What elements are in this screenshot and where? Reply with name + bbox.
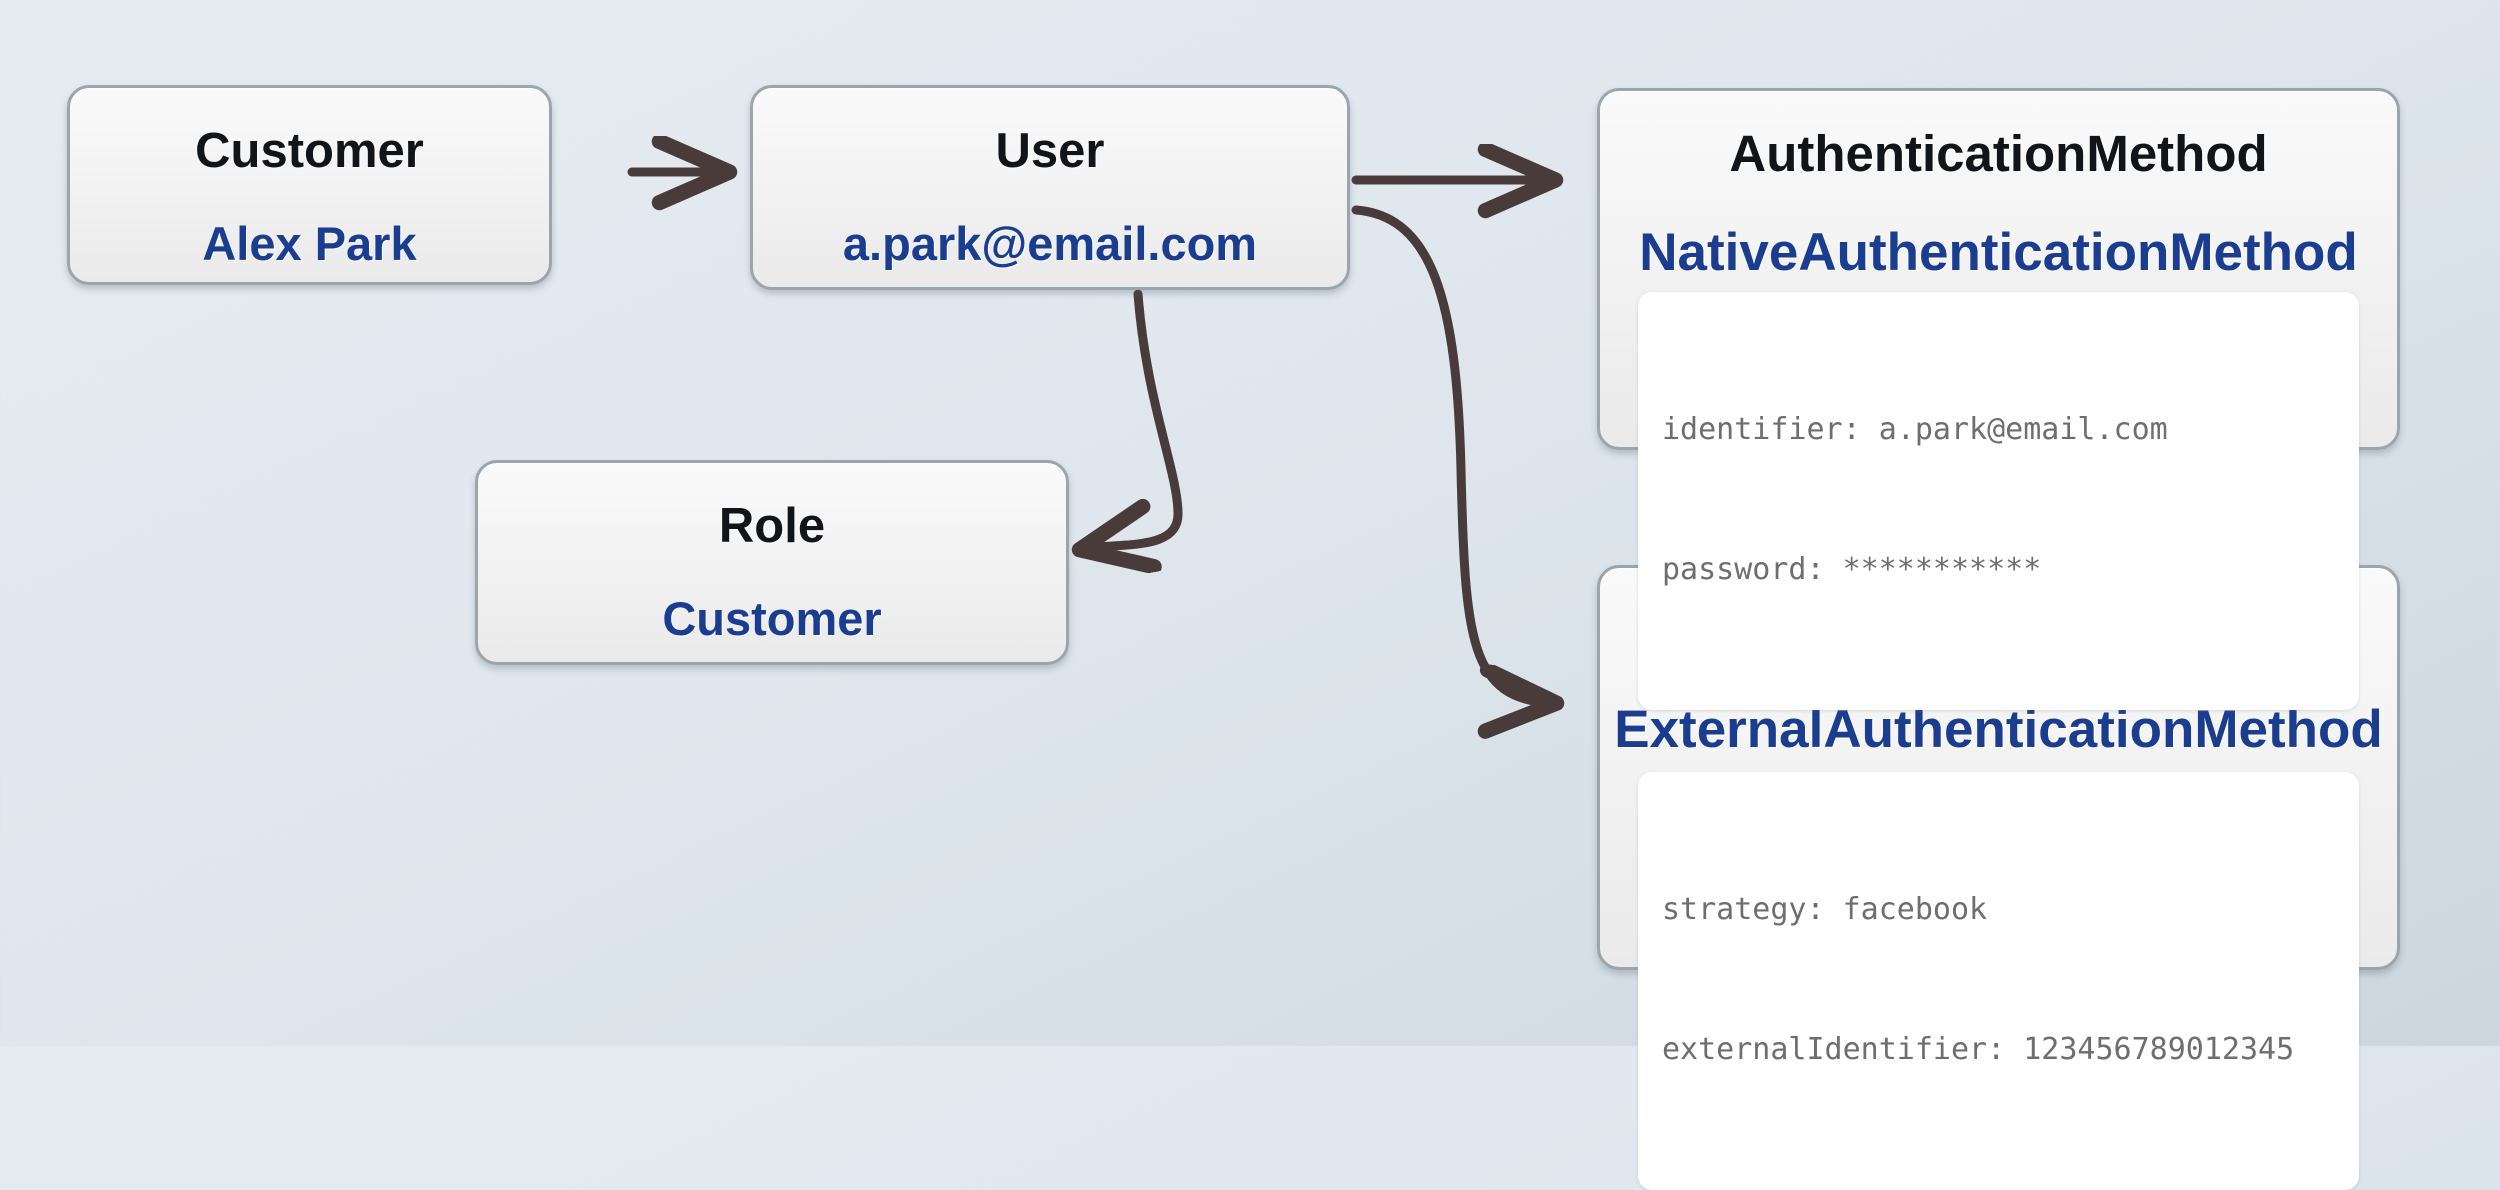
node-user-value: a.park@email.com [842,217,1258,271]
node-role-type: Role [718,499,826,553]
node-customer-type: Customer [195,124,424,178]
node-role[interactable]: Role Customer [475,460,1069,665]
node-external-auth-value: ExternalAuthenticationMethod [1614,699,2383,759]
edge-user-to-role [1083,289,1183,549]
edge-user-to-external-auth [1351,205,1553,703]
native-auth-detail-line-password: password: *********** [1662,551,2042,587]
external-auth-detail-line-strategy: strategy: facebook [1662,892,1988,927]
native-auth-detail-line-identifier: identifier: a.park@email.com [1662,412,2168,447]
node-native-authentication-method[interactable]: AuthenticationMethod NativeAuthenticatio… [1597,88,2400,450]
diagram-canvas: Customer Alex Park User a.park@email.com… [67,85,2400,1067]
external-auth-detail-line-external-identifier: externalIdentifier: 123456789012345 [1662,1031,2295,1067]
native-auth-detail-panel: identifier: a.park@email.com password: *… [1638,292,2359,710]
node-user[interactable]: User a.park@email.com [750,85,1350,290]
node-native-auth-value: NativeAuthenticationMethod [1639,222,2358,282]
node-native-auth-type: AuthenticationMethod [1729,125,2268,182]
node-user-type: User [995,124,1105,178]
node-customer[interactable]: Customer Alex Park [67,85,552,285]
node-role-value: Customer [662,592,882,646]
external-auth-detail-panel: strategy: facebook externalIdentifier: 1… [1638,772,2359,1190]
node-customer-value: Alex Park [202,217,417,271]
